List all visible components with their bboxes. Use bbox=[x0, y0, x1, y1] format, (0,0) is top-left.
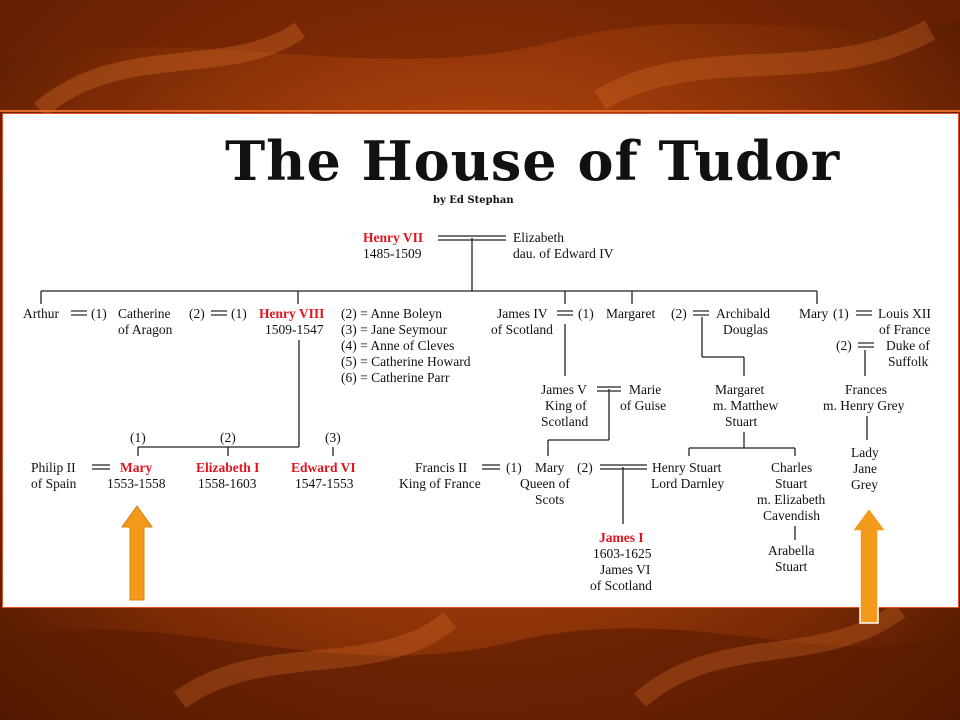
mary-i-years: 1553-1558 bbox=[107, 476, 166, 491]
wife-entry: (3) = Jane Seymour bbox=[341, 322, 448, 337]
marriage-num: (2) bbox=[836, 338, 852, 353]
james-v-3: Scotland bbox=[541, 414, 588, 429]
edward-vi-years: 1547-1553 bbox=[295, 476, 354, 491]
marriage-num: (2) bbox=[189, 306, 205, 321]
charles-stuart-2: Stuart bbox=[775, 476, 807, 491]
james-v-2: King of bbox=[545, 398, 587, 413]
philip-ii-1: Philip II bbox=[31, 460, 76, 475]
wife-entry: (5) = Catherine Howard bbox=[341, 354, 471, 369]
suffolk-2: Suffolk bbox=[888, 354, 929, 369]
tree-byline: by Ed Stephan bbox=[433, 195, 514, 206]
marriage-num: (1) bbox=[506, 460, 522, 475]
james-iv-1: James IV bbox=[497, 306, 548, 321]
child-num: (2) bbox=[220, 430, 236, 445]
tree-title: The House of Tudor bbox=[225, 129, 840, 193]
arrow-up-icon bbox=[851, 507, 887, 624]
edward-vi-name: Edward VI bbox=[291, 460, 356, 475]
louis-xii-2: of France bbox=[879, 322, 930, 337]
wife-entry: (6) = Catherine Parr bbox=[341, 370, 450, 385]
slide-divider bbox=[0, 110, 960, 112]
marriage-num: (1) bbox=[833, 306, 849, 321]
child-num: (1) bbox=[130, 430, 146, 445]
darnley-1: Henry Stuart bbox=[652, 460, 722, 475]
margaret-douglas-2: m. Matthew bbox=[713, 398, 778, 413]
elizabeth-york-desc: dau. of Edward IV bbox=[513, 246, 614, 261]
marriage-num: (1) bbox=[231, 306, 247, 321]
henry-vii-years: 1485-1509 bbox=[363, 246, 422, 261]
james-iv-2: of Scotland bbox=[491, 322, 553, 337]
marriage-num: (2) bbox=[671, 306, 687, 321]
francis-ii-2: King of France bbox=[399, 476, 481, 491]
james-v-1: James V bbox=[541, 382, 587, 397]
marriage-num: (1) bbox=[578, 306, 594, 321]
mary-queen-scots-3: Scots bbox=[535, 492, 564, 507]
arabella-1: Arabella bbox=[768, 543, 814, 558]
arrow-up-icon bbox=[121, 505, 153, 601]
mary-queen-scots-1: Mary bbox=[535, 460, 564, 475]
family-tree: The House of Tudor by Ed Stephan Henry V… bbox=[23, 129, 931, 593]
mary-queen-scots-2: Queen of bbox=[520, 476, 570, 491]
elizabeth-i-name: Elizabeth I bbox=[196, 460, 259, 475]
catherine-aragon-2: of Aragon bbox=[118, 322, 173, 337]
lady-jane-grey-2: Jane bbox=[853, 461, 877, 476]
marie-guise-1: Marie bbox=[629, 382, 661, 397]
archibald-2: Douglas bbox=[723, 322, 768, 337]
marie-guise-2: of Guise bbox=[620, 398, 666, 413]
francis-ii-1: Francis II bbox=[415, 460, 468, 475]
marriage-num: (1) bbox=[91, 306, 107, 321]
margaret-douglas-3: Stuart bbox=[725, 414, 757, 429]
james-i-years: 1603-1625 bbox=[593, 546, 652, 561]
frances-1: Frances bbox=[845, 382, 887, 397]
elizabeth-i-years: 1558-1603 bbox=[198, 476, 257, 491]
archibald-1: Archibald bbox=[716, 306, 770, 321]
james-i-name: James I bbox=[599, 530, 644, 545]
suffolk-1: Duke of bbox=[886, 338, 930, 353]
james-i-3: James VI bbox=[600, 562, 651, 577]
lady-jane-grey-3: Grey bbox=[851, 477, 878, 492]
wife-entry: (4) = Anne of Cleves bbox=[341, 338, 454, 353]
charles-stuart-3: m. Elizabeth bbox=[757, 492, 825, 507]
child-num: (3) bbox=[325, 430, 341, 445]
charles-stuart-4: Cavendish bbox=[763, 508, 820, 523]
charles-stuart-1: Charles bbox=[771, 460, 812, 475]
arabella-2: Stuart bbox=[775, 559, 807, 574]
wife-entry: (2) = Anne Boleyn bbox=[341, 306, 442, 321]
philip-ii-2: of Spain bbox=[31, 476, 77, 491]
arthur-name: Arthur bbox=[23, 306, 59, 321]
catherine-aragon-1: Catherine bbox=[118, 306, 170, 321]
frances-2: m. Henry Grey bbox=[823, 398, 905, 413]
henry-viii-years: 1509-1547 bbox=[265, 322, 324, 337]
lady-jane-grey-1: Lady bbox=[851, 445, 879, 460]
louis-xii-1: Louis XII bbox=[878, 306, 931, 321]
margaret-douglas-1: Margaret bbox=[715, 382, 764, 397]
henry-vii-name: Henry VII bbox=[363, 230, 423, 245]
family-tree-panel: The House of Tudor by Ed Stephan Henry V… bbox=[2, 113, 959, 608]
darnley-2: Lord Darnley bbox=[651, 476, 724, 491]
margaret-tudor: Margaret bbox=[606, 306, 655, 321]
mary-i-name: Mary bbox=[120, 460, 152, 475]
marriage-num: (2) bbox=[577, 460, 593, 475]
henry-viii-name: Henry VIII bbox=[259, 306, 324, 321]
james-i-4: of Scotland bbox=[590, 578, 652, 593]
mary-tudor: Mary bbox=[799, 306, 828, 321]
elizabeth-york-name: Elizabeth bbox=[513, 230, 564, 245]
